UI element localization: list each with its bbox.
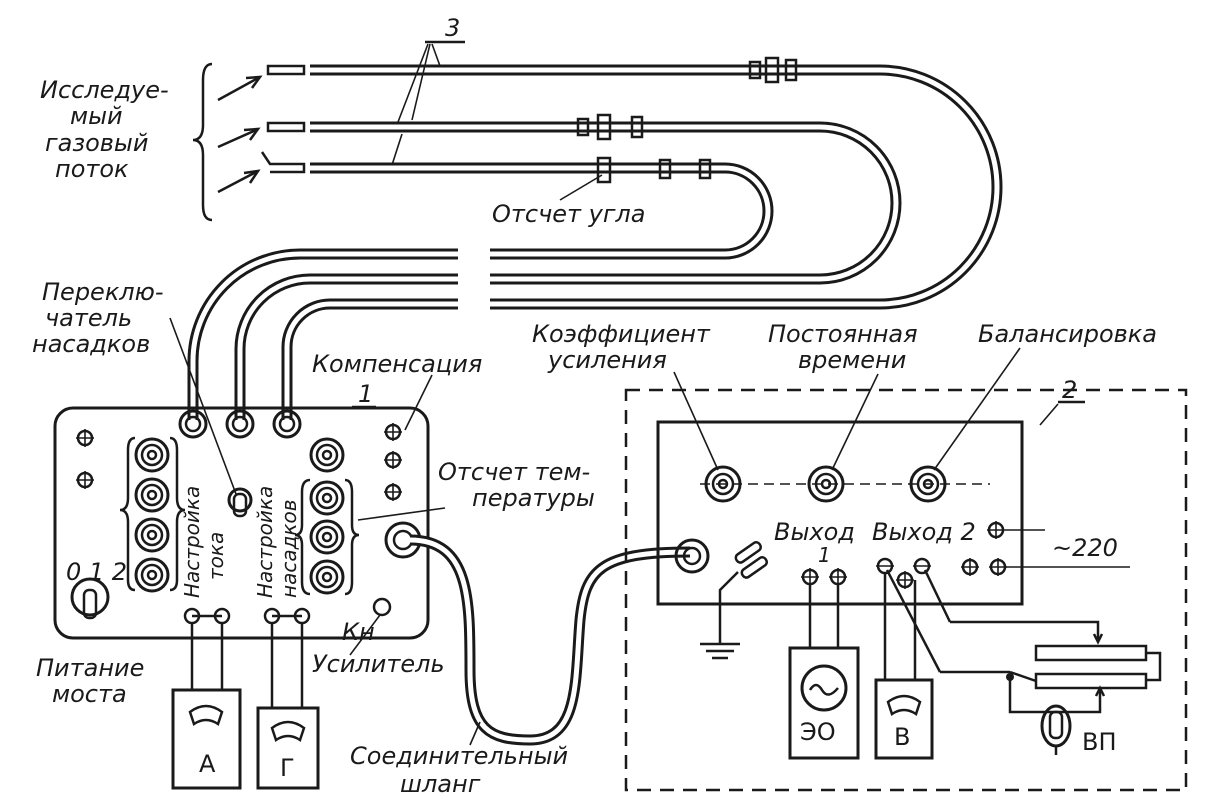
amplifier-panel (656, 420, 1130, 606)
gain-coefficient-label: Коэффициент усиления (532, 320, 718, 374)
probe-tuning-label: Настройка насадков (253, 479, 301, 598)
potentiometer-label: ВП (1082, 728, 1117, 756)
time-constant-label: Постоянная времени (768, 320, 925, 374)
ammeter: А (171, 623, 242, 790)
ground-symbol (700, 571, 740, 660)
angle-reading-label: Отсчет угла (492, 200, 645, 228)
compensation-label: Компенсация (312, 350, 482, 378)
probe-tubes (187, 56, 1003, 420)
connecting-hose-label: Соединительный шланг (350, 742, 576, 798)
label-3: 3 (445, 14, 460, 42)
oscilloscope: ЭО (788, 584, 860, 760)
amplifier-label: Усилитель (312, 650, 445, 678)
gas-flow-arrows (192, 62, 263, 222)
kn-label: Кн (342, 618, 375, 646)
bridge-box (53, 317, 433, 656)
gas-flow-label: Исследуе- мый газовый поток (40, 76, 176, 183)
potentiometer: ВП (885, 569, 1162, 756)
balancing-label: Балансировка (978, 320, 1157, 348)
switch-positions-label: 0 1 2 (66, 558, 127, 586)
voltmeter-label: В (894, 723, 910, 751)
ammeter-label: А (199, 750, 216, 778)
output-1-number: 1 (818, 543, 831, 567)
connecting-hose (409, 534, 691, 746)
output-1-label: Выход (774, 518, 855, 546)
output-2-label: Выход 2 (872, 518, 976, 546)
amplifier-enclosure (624, 388, 1188, 792)
galvanometer-label: Г (280, 754, 295, 782)
probe-switch-label: Переклю- чатель насадков (32, 278, 171, 358)
label-2: 2 (1062, 376, 1077, 404)
label-1: 1 (358, 380, 373, 408)
mains-label: ~220 (1052, 534, 1118, 562)
voltmeter: В (874, 573, 934, 760)
temperature-reading-label: Отсчет тем- пературы (438, 458, 598, 512)
current-tuning-label: Настройка тока (180, 479, 228, 598)
galvanometer: Г (256, 623, 320, 790)
bridge-power-label: Питание моста (36, 654, 152, 708)
oscilloscope-label: ЭО (800, 718, 836, 746)
